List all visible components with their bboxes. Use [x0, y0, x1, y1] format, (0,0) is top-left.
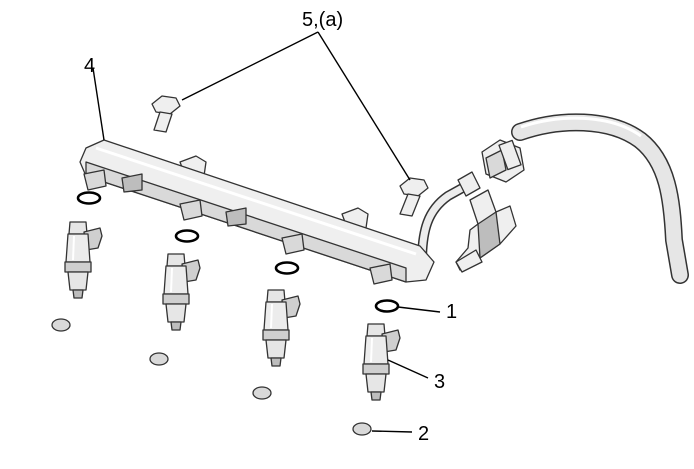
leader-3: [387, 359, 429, 379]
bolt-left: [151, 95, 181, 133]
callout-lines: [92, 31, 441, 433]
seal-2: [149, 352, 169, 366]
fuel-feed-pipe: [511, 113, 689, 284]
injector-part: [263, 301, 289, 331]
seal-4: [352, 422, 372, 436]
callout-injector: 3: [434, 371, 445, 393]
callout-seal: 2: [418, 423, 429, 445]
callout-rail: 4: [84, 55, 95, 77]
leader-2: [371, 430, 413, 433]
injectors: [64, 221, 401, 401]
o-ring-4: [374, 299, 400, 313]
injector-part: [165, 303, 187, 323]
injector-part: [363, 335, 389, 365]
injector-part: [64, 261, 92, 273]
injector-part: [65, 233, 91, 263]
retaining-clip: [455, 189, 517, 273]
injector-part: [370, 391, 382, 401]
leader-4: [92, 67, 105, 141]
injector-part: [262, 329, 290, 341]
bolt-right: [399, 177, 429, 217]
injector-part: [162, 293, 190, 305]
injector-part: [265, 339, 287, 359]
seals: [51, 318, 372, 436]
injector-highlight: [370, 337, 373, 363]
injector-highlight: [170, 267, 173, 293]
injector-part: [362, 363, 390, 375]
o-ring-1: [76, 191, 102, 205]
o-ring-2: [174, 229, 200, 243]
injector-part: [163, 265, 189, 295]
injector-part: [270, 357, 282, 367]
injector-part: [67, 271, 89, 291]
injector-3: [262, 289, 301, 367]
leader-5-right: [317, 31, 411, 181]
fuel-rail: [79, 139, 435, 285]
seal-3: [252, 386, 272, 400]
quick-connector: [481, 139, 525, 183]
o-rings: [76, 191, 400, 313]
injector-2: [162, 253, 201, 331]
callout-o-ring: 1: [446, 301, 457, 323]
injector-part: [170, 321, 182, 331]
injector-part: [72, 289, 84, 299]
injector-highlight: [72, 235, 75, 261]
injector-highlight: [270, 303, 273, 329]
seal-1: [51, 318, 71, 332]
leader-1: [397, 306, 441, 313]
injector-1: [64, 221, 103, 299]
injector-part: [365, 373, 387, 393]
callout-bolts: 5,(a): [302, 9, 343, 31]
leader-5-left: [181, 31, 319, 101]
o-ring-3: [274, 261, 300, 275]
injector-4: [362, 323, 401, 401]
